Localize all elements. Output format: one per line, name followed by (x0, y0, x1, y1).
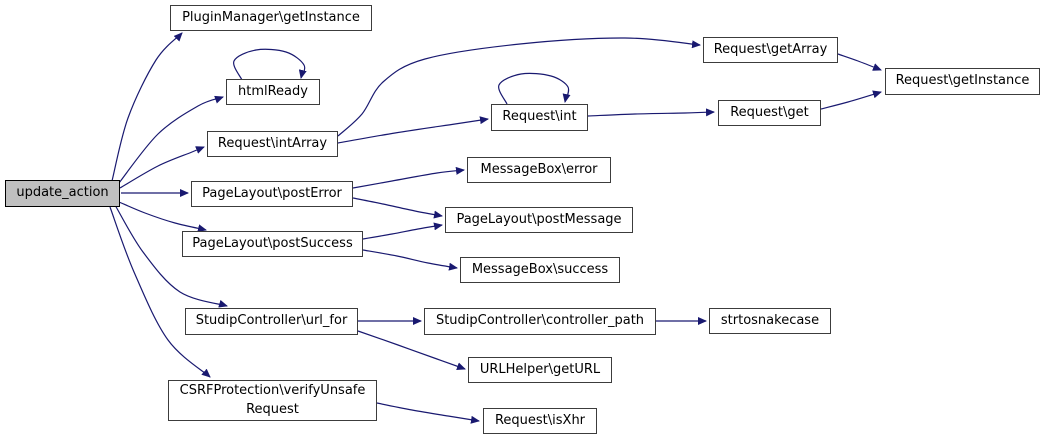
node-PageLayout_postSuccess[interactable]: PageLayout\postSuccess (182, 231, 363, 257)
edge-PageLayout_postSuccess-to-MessageBox_success (362, 249, 458, 271)
node-StudipController_controller_path[interactable]: StudipController\controller_path (424, 308, 656, 335)
node-StudipController_url_for[interactable]: StudipController\url_for (185, 308, 358, 335)
edge-Request_intArray-to-Request_getArray (337, 37, 701, 137)
edge-update_action-to-Request_intArray (119, 146, 205, 189)
edge-update_action-to-htmlReady (118, 95, 224, 184)
edge-Request_int-to-Request_get (587, 108, 715, 117)
edge-htmlReady-to-htmlReady (233, 48, 307, 81)
node-Request_get[interactable]: Request\get (718, 100, 821, 126)
edge-PageLayout_postError-to-PageLayout_postMessage (352, 197, 443, 219)
edge-Request_get-to-Request_getInstance (820, 90, 882, 110)
edge-update_action-to-PageLayout_postSuccess (118, 201, 207, 233)
edges-group (109, 32, 882, 424)
node-PageLayout_postError[interactable]: PageLayout\postError (191, 181, 353, 207)
node-Request_getInstance[interactable]: Request\getInstance (885, 68, 1040, 95)
node-Request_getArray[interactable]: Request\getArray (703, 37, 838, 63)
edge-Request_getArray-to-Request_getInstance (837, 53, 882, 71)
edge-update_action-to-CSRFProtection_verifyUnsafeRequest (109, 206, 211, 378)
node-CSRFProtection_verifyUnsafeRequest[interactable]: CSRFProtection\verifyUnsafe Request (168, 380, 377, 421)
node-MessageBox_success[interactable]: MessageBox\success (460, 257, 620, 283)
edge-CSRFProtection_verifyUnsafeRequest-to-Request_isXhr (376, 402, 480, 424)
node-htmlReady[interactable]: htmlReady (226, 79, 320, 105)
edge-update_action-to-StudipController_url_for (114, 204, 228, 308)
edge-PageLayout_postError-to-MessageBox_error (352, 166, 465, 189)
node-URLHelper_getURL[interactable]: URLHelper\getURL (468, 357, 612, 383)
node-update_action[interactable]: update_action (5, 180, 120, 207)
node-Request_intArray[interactable]: Request\intArray (207, 131, 338, 157)
edge-PageLayout_postSuccess-to-PageLayout_postMessage (362, 222, 443, 240)
node-Request_int[interactable]: Request\int (491, 104, 588, 131)
node-PageLayout_postMessage[interactable]: PageLayout\postMessage (445, 207, 633, 233)
node-strtosnakecase[interactable]: strtosnakecase (709, 308, 831, 334)
edge-update_action-to-PluginManager_getInstance (111, 32, 183, 182)
edge-StudipController_url_for-to-URLHelper_getURL (357, 330, 466, 371)
edge-Request_intArray-to-Request_int (337, 116, 489, 144)
edge-Request_int-to-Request_int (498, 72, 571, 105)
node-MessageBox_error[interactable]: MessageBox\error (467, 157, 611, 183)
node-PluginManager_getInstance[interactable]: PluginManager\getInstance (170, 5, 372, 31)
node-Request_isXhr[interactable]: Request\isXhr (483, 408, 597, 434)
